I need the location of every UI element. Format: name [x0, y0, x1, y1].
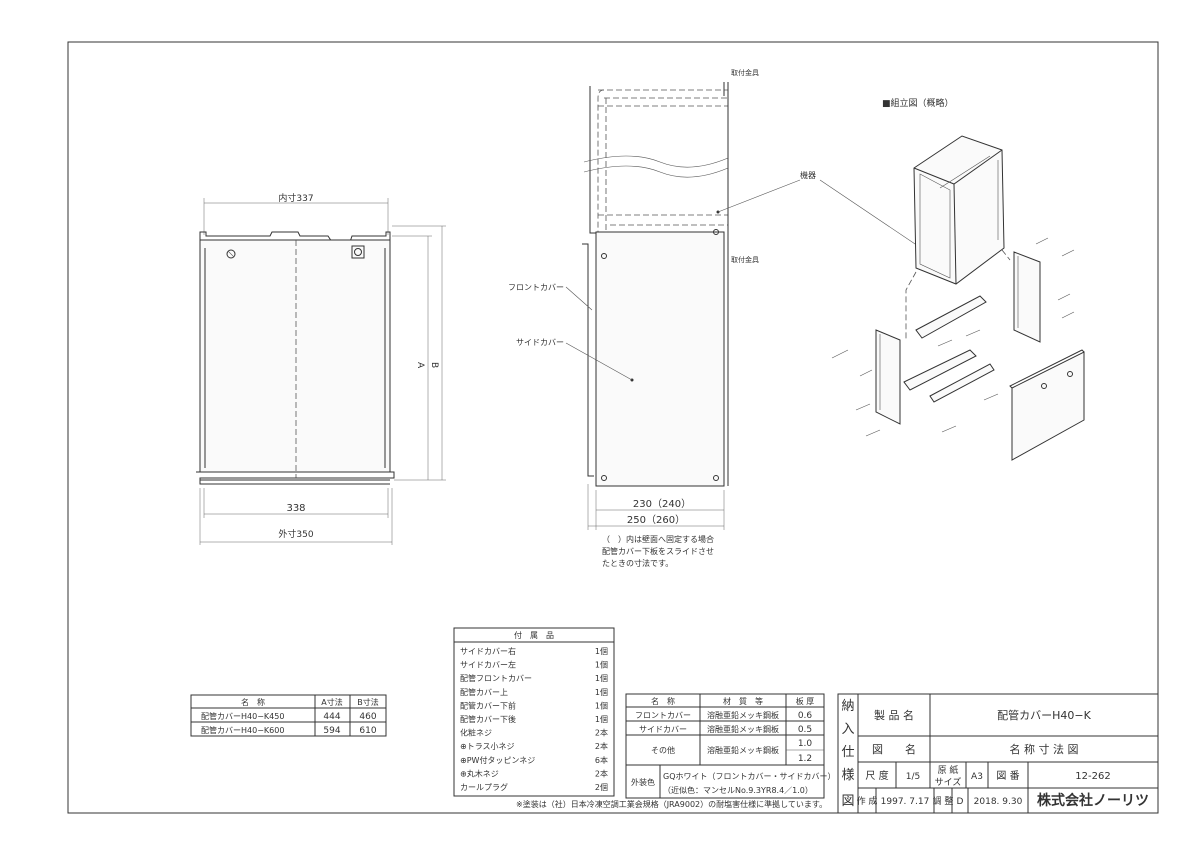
side-char-5: 図 — [841, 794, 854, 809]
mat-row-2-name: サイドカバー — [639, 725, 687, 734]
product-name-label: 製 品 名 — [874, 708, 914, 722]
accessory-name: ⊕丸木ネジ — [460, 768, 499, 778]
size-header-b: B寸法 — [357, 697, 379, 707]
exterior-color-label: 外装色 — [631, 777, 655, 787]
fittings-label-bottom: 取付金具 — [731, 255, 759, 264]
fittings-label-top: 取付金具 — [731, 68, 759, 77]
assembly-title: ■組立図（概略） — [882, 97, 954, 109]
title-block: 納 入 仕 様 図 製 品 名 配管カバーH40−K 図 名 名 称 寸 法 図… — [837, 693, 1159, 814]
mat-header-name: 名 称 — [651, 696, 675, 706]
mat-row-3-thickness: 1.0 — [798, 739, 813, 749]
accessory-name: 配管カバー上 — [460, 687, 508, 697]
created-date: 1997. 7.17 — [881, 797, 930, 807]
created-label: 作 成 — [857, 795, 878, 807]
mat-row-3-material: 溶融亜鉛メッキ鋼板 — [707, 745, 779, 755]
device-label: 機器 — [800, 170, 816, 180]
accessory-name: 配管フロントカバー — [460, 673, 532, 683]
accessory-qty: 6本 — [595, 755, 608, 765]
accessory-qty: 1個 — [595, 660, 608, 670]
accessory-qty: 1個 — [595, 646, 608, 656]
accessory-qty: 2本 — [595, 741, 608, 751]
paper-label-1: 原 紙 — [938, 764, 959, 776]
drawing-name-label: 図 名 — [872, 742, 916, 756]
mat-row-2-thickness: 0.5 — [798, 725, 812, 735]
accessory-qty: 1個 — [595, 687, 608, 697]
adjusted-label: 調 整 — [933, 795, 954, 807]
accessory-qty: 1個 — [595, 700, 608, 710]
dim-250-label: 250（260） — [627, 514, 685, 526]
drawing-frame — [67, 41, 1159, 814]
dim-a-label: A — [415, 362, 425, 369]
mat-row-4-thickness: 1.2 — [798, 754, 812, 764]
accessory-qty: 1個 — [595, 673, 608, 683]
side-cover-label: サイドカバー — [516, 338, 564, 347]
accessory-name: ⊕トラス小ネジ — [460, 742, 515, 751]
mat-row-1-thickness: 0.6 — [798, 711, 813, 721]
product-name: 配管カバーH40−K — [997, 708, 1091, 722]
exterior-color-2: （近似色：マンセルNo.9.3YR8.4／1.0） — [663, 785, 813, 795]
size-row-1-b: 460 — [359, 712, 376, 722]
accessory-qty: 1個 — [595, 714, 608, 724]
accessory-name: カールプラグ — [460, 782, 508, 792]
mat-row-2-material: 溶融亜鉛メッキ鋼板 — [707, 724, 779, 734]
size-header-name: 名 称 — [241, 697, 265, 707]
accessory-name: 化粧ネジ — [460, 728, 492, 738]
outer-width-label: 外寸350 — [278, 528, 313, 540]
drawing-no-label: 図 番 — [996, 770, 1019, 782]
mat-row-1-material: 溶融亜鉛メッキ鋼板 — [707, 710, 779, 720]
size-row-2-b: 610 — [359, 726, 376, 736]
accessory-name: サイドカバー左 — [460, 660, 516, 670]
size-row-2-a: 594 — [323, 726, 340, 736]
paper-size: A3 — [971, 772, 983, 782]
mat-row-1-name: フロントカバー — [635, 711, 691, 720]
accessories-header: 付 属 品 — [514, 630, 554, 640]
scale-value: 1/5 — [906, 772, 920, 782]
accessory-qty: 2本 — [595, 768, 608, 778]
note-line-2: 配管カバー下板をスライドさせ — [602, 546, 714, 556]
accessory-name: ⊕PW付タッピンネジ — [460, 755, 535, 765]
exterior-color-1: GQホワイト（フロントカバー・サイドカバー） — [663, 772, 836, 781]
materials-table: 名 称 材 質 等 板 厚 フロントカバー 溶融亜鉛メッキ鋼板 0.6 サイドカ… — [625, 693, 836, 799]
front-view: 内寸337 338 外寸350 A B — [196, 192, 446, 545]
mat-row-3-name: その他 — [651, 745, 675, 755]
dim-230-label: 230（240） — [633, 498, 691, 510]
size-row-1-name: 配管カバーH40−K450 — [201, 711, 284, 721]
assembly-view: ■組立図（概略） 機器 — [717, 97, 1085, 461]
inner-width-label: 内寸337 — [278, 192, 313, 204]
adjusted-date: 2018. 9.30 — [974, 797, 1023, 807]
scale-label: 尺 度 — [865, 769, 888, 782]
size-row-2-name: 配管カバーH40−K600 — [201, 725, 284, 735]
accessory-name: サイドカバー右 — [460, 646, 516, 656]
side-view: 取付金具 取付金具 フロントカバー サイドカバー 230（240） 250（26… — [508, 68, 759, 568]
accessory-qty: 2本 — [595, 728, 608, 738]
side-char-2: 入 — [841, 722, 854, 737]
revision: D — [957, 797, 964, 807]
drawing-name: 名 称 寸 法 図 — [1010, 742, 1079, 756]
company-name: 株式会社ノーリツ — [1037, 792, 1149, 809]
accessory-name: 配管カバー下前 — [460, 700, 516, 710]
mat-header-thickness: 板 厚 — [796, 696, 815, 706]
width-338-label: 338 — [286, 503, 305, 514]
note-line-1: （ ）内は壁面へ固定する場合 — [602, 534, 714, 544]
side-char-1: 納 — [841, 699, 854, 714]
size-row-1-a: 444 — [323, 712, 340, 722]
front-cover-label: フロントカバー — [508, 283, 564, 292]
size-header-a: A寸法 — [321, 697, 342, 707]
size-table: 名 称 A寸法 B寸法 配管カバーH40−K450 444 460 配管カバーH… — [190, 694, 387, 737]
paper-label-2: サイズ — [935, 776, 962, 788]
side-char-3: 仕 — [841, 745, 854, 760]
drawing-no: 12-262 — [1075, 771, 1110, 782]
note-line-3: たときの寸法です。 — [602, 558, 673, 568]
mat-header-material: 材 質 等 — [723, 696, 763, 706]
dim-b-label: B — [429, 362, 439, 368]
side-char-4: 様 — [841, 768, 854, 783]
accessory-qty: 2個 — [595, 782, 608, 792]
accessory-name: 配管カバー下後 — [460, 714, 516, 724]
footnote: ※塗装は（社）日本冷凍空調工業会規格（JRA9002）の耐塩害仕様に準拠していま… — [516, 799, 827, 809]
